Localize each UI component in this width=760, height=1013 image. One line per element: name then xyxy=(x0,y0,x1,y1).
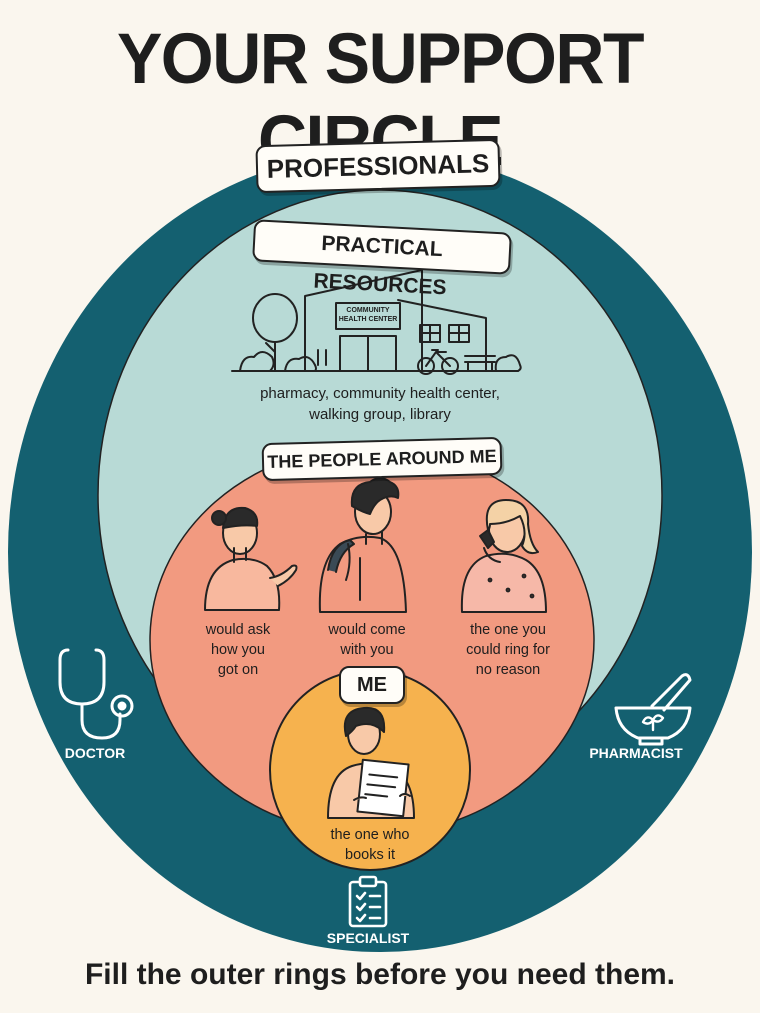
practical-description-line-2: walking group, library xyxy=(309,406,451,423)
person-coming-illustration xyxy=(318,477,407,613)
caption-would-ask-line-3: got on xyxy=(217,662,259,678)
practical-resources-description: pharmacy, community health center, walki… xyxy=(220,383,540,425)
people-around-me-tag: THE PEOPLE AROUND ME xyxy=(261,436,503,482)
practical-description-line-1: pharmacy, community health center, xyxy=(260,385,500,402)
building-sign: COMMUNITY HEALTH CENTER xyxy=(336,306,400,324)
caption-would-come: would come with you xyxy=(312,620,422,660)
caption-would-ask-line-1: would ask xyxy=(205,622,271,638)
doctor-label: DOCTOR xyxy=(64,745,126,761)
caption-me: the one who books it xyxy=(314,825,426,865)
caption-would-ask-line-2: how you xyxy=(210,642,265,658)
professionals-tag: PROFESSIONALS xyxy=(255,138,501,194)
caption-would-come-line-1: would come xyxy=(328,622,406,638)
caption-me-line-2: books it xyxy=(345,847,395,863)
building-sign-line-1: COMMUNITY xyxy=(346,307,390,314)
caption-ring-line-1: the one you xyxy=(470,622,546,638)
footer-tagline: Fill the outer rings before you need the… xyxy=(84,958,676,991)
caption-me-line-1: the one who xyxy=(330,827,410,843)
caption-ring-line-2: could ring for xyxy=(466,642,550,658)
caption-would-come-line-2: with you xyxy=(340,642,394,658)
caption-ring-for-no-reason: the one you could ring for no reason xyxy=(448,620,568,680)
caption-ring-line-3: no reason xyxy=(475,662,541,678)
caption-would-ask: would ask how you got on xyxy=(186,620,290,680)
me-tag: ME xyxy=(339,666,405,704)
person-phoning-illustration xyxy=(460,499,547,613)
specialist-label: SPECIALIST xyxy=(326,930,410,946)
me-person-illustration xyxy=(327,706,415,819)
building-sign-line-2: HEALTH CENTER xyxy=(338,316,398,323)
stethoscope-icon xyxy=(58,648,134,740)
mortar-pestle-icon xyxy=(614,673,692,746)
pharmacist-label: PHARMACIST xyxy=(589,745,683,761)
clipboard-icon xyxy=(348,875,388,928)
person-asking-illustration xyxy=(204,506,298,611)
community-building-icon xyxy=(231,269,522,375)
